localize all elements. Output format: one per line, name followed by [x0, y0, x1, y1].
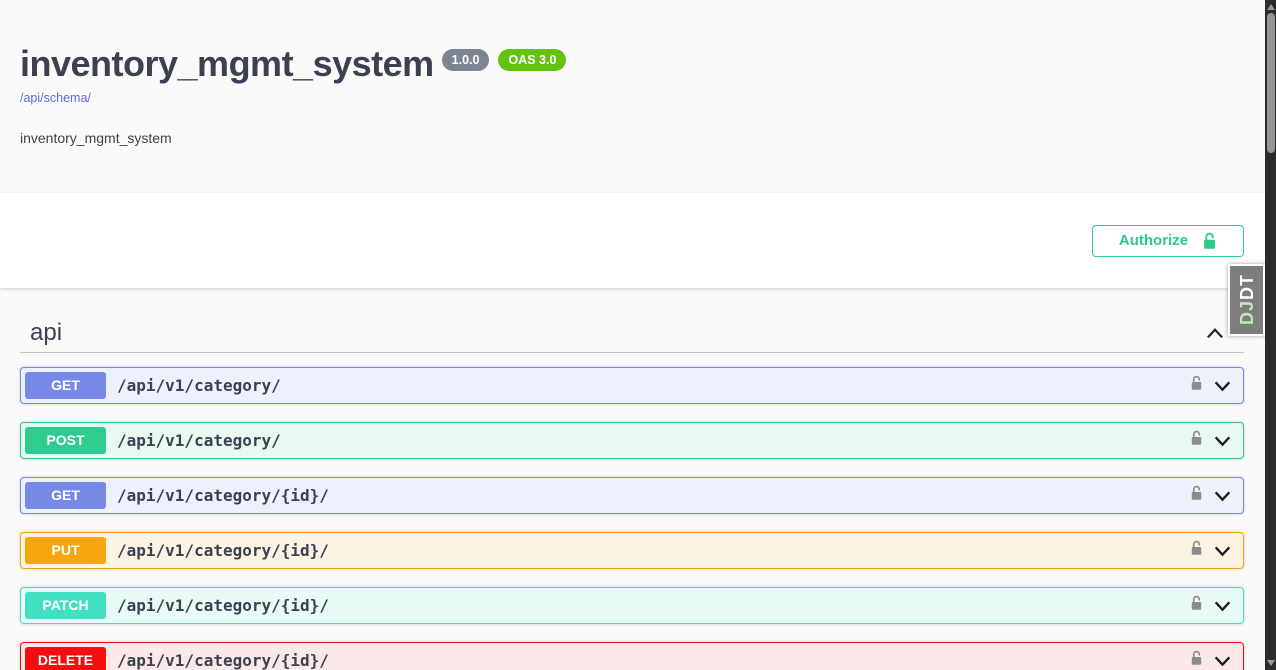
api-description: inventory_mgmt_system	[20, 129, 172, 146]
tag-header-api[interactable]: api	[20, 288, 1244, 353]
operation-icons	[1190, 650, 1233, 670]
unlock-icon[interactable]	[1190, 485, 1203, 506]
operations-main: api GET /api/v1/category/	[0, 288, 1265, 670]
authorize-button[interactable]: Authorize	[1092, 224, 1244, 257]
tag-section-api: api GET /api/v1/category/	[20, 288, 1244, 670]
method-badge: POST	[25, 427, 106, 454]
page-title: inventory_mgmt_system	[20, 43, 434, 84]
scrollbar-thumb[interactable]	[1266, 13, 1275, 153]
operation-path: /api/v1/category/{id}/	[117, 596, 329, 615]
operation-icons	[1190, 595, 1233, 616]
unlock-icon[interactable]	[1190, 540, 1203, 561]
method-badge: GET	[25, 372, 106, 399]
unlock-icon	[1202, 232, 1217, 250]
operation-row[interactable]: PUT /api/v1/category/{id}/	[20, 532, 1244, 569]
operation-path: /api/v1/category/{id}/	[117, 541, 329, 560]
operation-path: /api/v1/category/	[117, 376, 281, 395]
scroll-up-arrow-icon[interactable]	[1266, 4, 1275, 10]
unlock-icon[interactable]	[1190, 595, 1203, 616]
scheme-container: Authorize	[0, 193, 1265, 288]
operation-row[interactable]: GET /api/v1/category/	[20, 367, 1244, 404]
chevron-down-icon[interactable]	[1212, 378, 1233, 394]
djdt-toolbar-handle[interactable]: DJDT	[1228, 264, 1265, 336]
unlock-icon[interactable]	[1190, 650, 1203, 670]
version-badge: 1.0.0	[441, 49, 490, 71]
operation-row[interactable]: PATCH /api/v1/category/{id}/	[20, 587, 1244, 624]
method-badge: GET	[25, 482, 106, 509]
operation-path: /api/v1/category/{id}/	[117, 651, 329, 670]
authorize-label: Authorize	[1118, 232, 1189, 249]
operation-path: /api/v1/category/{id}/	[117, 486, 329, 505]
chevron-down-icon[interactable]	[1212, 488, 1233, 504]
operation-icons	[1190, 430, 1233, 451]
djdt-label: DJDT	[1236, 274, 1257, 326]
operations-list: GET /api/v1/category/ POST /api/v1/categ…	[20, 367, 1244, 670]
api-info-section: inventory_mgmt_system 1.0.0 OAS 3.0 /api…	[0, 0, 1265, 193]
oas-badge: OAS 3.0	[498, 49, 567, 71]
unlock-icon[interactable]	[1190, 430, 1203, 451]
operation-path: /api/v1/category/	[117, 431, 281, 450]
tag-title: api	[30, 319, 63, 346]
operation-row[interactable]: POST /api/v1/category/	[20, 422, 1244, 459]
unlock-icon[interactable]	[1190, 375, 1203, 396]
method-badge: PUT	[25, 537, 106, 564]
operation-row[interactable]: GET /api/v1/category/{id}/	[20, 477, 1244, 514]
method-badge: DELETE	[25, 647, 106, 670]
collapse-section-button[interactable]	[1204, 324, 1226, 342]
operation-icons	[1190, 485, 1233, 506]
chevron-up-icon	[1204, 328, 1226, 345]
method-badge: PATCH	[25, 592, 106, 619]
chevron-down-icon[interactable]	[1212, 598, 1233, 614]
operation-icons	[1190, 375, 1233, 396]
vertical-scrollbar[interactable]	[1265, 0, 1276, 670]
operation-icons	[1190, 540, 1233, 561]
chevron-down-icon[interactable]	[1212, 433, 1233, 449]
chevron-down-icon[interactable]	[1212, 543, 1233, 559]
schema-link[interactable]: /api/schema/	[20, 90, 91, 105]
title-row: inventory_mgmt_system 1.0.0 OAS 3.0	[20, 44, 1245, 84]
scroll-down-arrow-icon[interactable]	[1266, 660, 1275, 666]
operation-row[interactable]: DELETE /api/v1/category/{id}/	[20, 642, 1244, 670]
chevron-down-icon[interactable]	[1212, 653, 1233, 669]
